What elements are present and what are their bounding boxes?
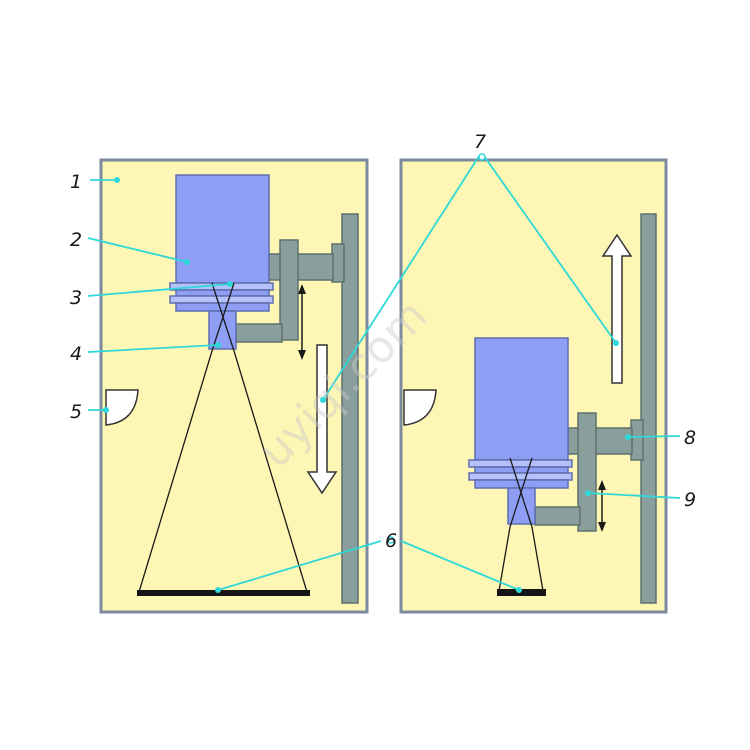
right-easel: [497, 589, 546, 596]
label-6: 6: [385, 530, 397, 552]
right-column: [640, 213, 657, 604]
right-bellows: [474, 466, 569, 474]
right-focus-carrier: [577, 412, 597, 532]
leader-dot-1: [114, 177, 120, 183]
leader-dot-7a: [320, 397, 326, 403]
leader-dot-6a: [215, 587, 221, 593]
leader-7a: [322, 155, 480, 401]
right-lens-arm: [534, 506, 581, 526]
leader-dot-8: [625, 434, 631, 440]
left-cone-left: [138, 350, 213, 593]
left-ray-b: [211, 282, 235, 352]
right-bellows-lower: [468, 472, 573, 481]
right-cone-right: [531, 526, 544, 592]
label-4: 4: [70, 343, 82, 365]
leader-dots: [103, 153, 631, 593]
left-lens-arm: [235, 323, 283, 343]
right-lamp-head: [474, 337, 569, 461]
left-cone-right: [233, 350, 308, 593]
number-labels: 1 2 3 4 5 6 7 8 9: [70, 131, 696, 552]
right-column-clamp: [630, 419, 644, 461]
label-9: 9: [684, 489, 696, 511]
right-lens-plate: [474, 479, 569, 489]
label-3: 3: [70, 287, 82, 309]
leader-6a: [217, 540, 382, 591]
left-bellows: [175, 289, 270, 297]
leader-dot-6b: [516, 587, 522, 593]
left-horizontal-arm: [268, 253, 334, 281]
left-focus-carrier: [279, 239, 299, 341]
leader-8: [627, 435, 681, 438]
leader-6b: [400, 540, 520, 591]
left-column: [341, 213, 359, 604]
left-focus-arrow: [298, 284, 306, 360]
right-ray-b: [509, 457, 533, 528]
label-1: 1: [70, 171, 82, 193]
leader-3: [87, 283, 231, 297]
leader-node-7: [478, 153, 486, 161]
leader-4: [87, 344, 219, 353]
right-cone-left: [498, 526, 511, 592]
label-7: 7: [474, 131, 486, 153]
right-negative-carrier: [468, 459, 573, 468]
left-down-arrow: [306, 344, 338, 495]
left-bellows-lower: [169, 295, 274, 304]
leader-node-6: [387, 536, 395, 544]
leader-dot-4: [215, 342, 221, 348]
leader-9: [587, 492, 681, 499]
leader-dot-7b: [613, 340, 619, 346]
right-panel: [399, 158, 668, 614]
leader-lines: [87, 155, 681, 591]
right-up-arrow: [601, 233, 633, 384]
label-5: 5: [70, 401, 82, 423]
leader-2: [87, 237, 188, 263]
leader-7b: [483, 155, 617, 344]
left-column-clamp: [331, 243, 345, 283]
left-panel: [99, 158, 369, 614]
left-easel: [137, 590, 310, 596]
leader-dot-9: [585, 490, 591, 496]
leader-dot-3: [227, 281, 233, 287]
left-safelight: [105, 389, 139, 426]
label-8: 8: [684, 427, 696, 449]
left-lens-plate: [175, 302, 270, 312]
left-lamp-head: [175, 174, 270, 284]
label-2: 2: [70, 229, 82, 251]
right-focus-arrow: [598, 480, 606, 532]
leader-dot-5: [103, 407, 109, 413]
right-safelight: [403, 389, 437, 426]
leader-dot-2: [184, 259, 190, 265]
